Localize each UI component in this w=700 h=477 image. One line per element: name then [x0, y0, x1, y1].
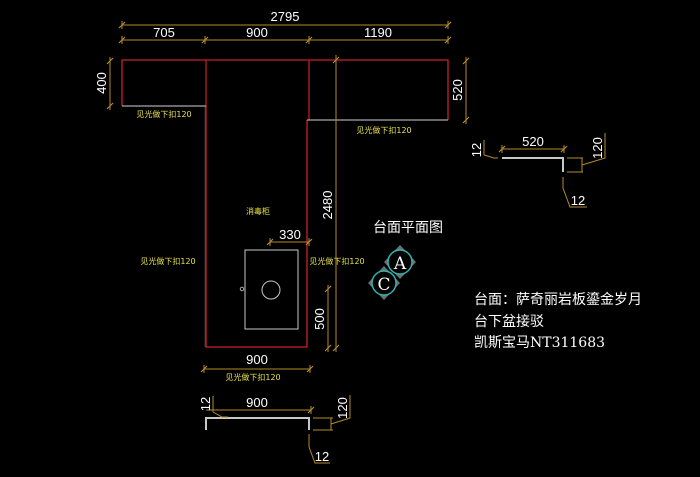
callout-circle-c	[371, 270, 397, 296]
sink-end-label: 500	[312, 308, 327, 330]
sink-offset-dimension: 330	[266, 227, 313, 247]
drain-icon	[261, 280, 281, 300]
overall-width-label: 2795	[271, 9, 300, 24]
sink-offset-label: 330	[279, 227, 301, 242]
edge-note-stem-right: 见光做下扣120	[309, 256, 364, 266]
left-depth-dimension: 400	[94, 56, 114, 111]
section-a-detail: 520 12 120 12	[469, 133, 606, 208]
edge-note-stem-left: 见光做下扣120	[140, 256, 195, 266]
section-a-thickness-left: 12	[469, 143, 484, 157]
section-callout-c[interactable]: C	[368, 266, 400, 300]
edge-note-left-wing: 见光做下扣120	[136, 109, 191, 119]
section-c-drop-label: 120	[335, 397, 350, 419]
section-c-thickness-right: 12	[315, 449, 329, 464]
info-line-1: 台面：萨奇丽岩板鎏金岁月	[474, 291, 642, 308]
section-a-drop-label: 120	[590, 137, 605, 159]
edge-note-right-wing: 见光做下扣120	[356, 125, 411, 135]
segment-middle-label: 900	[246, 25, 268, 40]
section-callout-a[interactable]: A	[384, 245, 416, 279]
info-line-2: 台下盆接驳	[474, 313, 544, 330]
callout-a-label: A	[393, 254, 407, 274]
appliance-label: 消毒柜	[246, 206, 270, 216]
overall-width-dimension: 2795	[118, 9, 452, 30]
segment-left-label: 705	[153, 25, 175, 40]
plan-title: 台面平面图	[373, 220, 443, 236]
info-line-3: 凯斯宝马NT311683	[474, 335, 605, 351]
sink	[239, 249, 299, 330]
stem-width-dimension: 900	[200, 352, 314, 374]
countertop-outline	[121, 59, 449, 348]
section-c-detail: 900 12 120 12	[198, 395, 351, 464]
callout-c-label: C	[377, 275, 390, 295]
left-depth-label: 400	[94, 72, 109, 94]
stem-width-label: 900	[246, 352, 268, 367]
right-depth-dimension: 520	[450, 56, 470, 125]
segment-dimensions: 705 900 1190	[118, 25, 452, 45]
section-c-width-label: 900	[246, 395, 268, 410]
sink-end-dimension: 500	[312, 284, 332, 353]
edge-note-stem-bottom: 见光做下扣120	[225, 372, 280, 382]
material-info: 台面：萨奇丽岩板鎏金岁月 台下盆接驳 凯斯宝马NT311683	[474, 291, 642, 351]
faucet-hole-icon	[239, 286, 245, 292]
section-c-thickness-left: 12	[198, 397, 213, 411]
segment-right-label: 1190	[364, 25, 392, 40]
section-a-width-label: 520	[522, 134, 544, 149]
section-a-thickness-right: 12	[571, 193, 585, 208]
right-depth-label: 520	[450, 79, 465, 101]
stem-length-label: 2480	[320, 191, 335, 220]
stem-length-dimension: 2480	[320, 55, 340, 353]
callout-circle-a	[387, 249, 413, 275]
